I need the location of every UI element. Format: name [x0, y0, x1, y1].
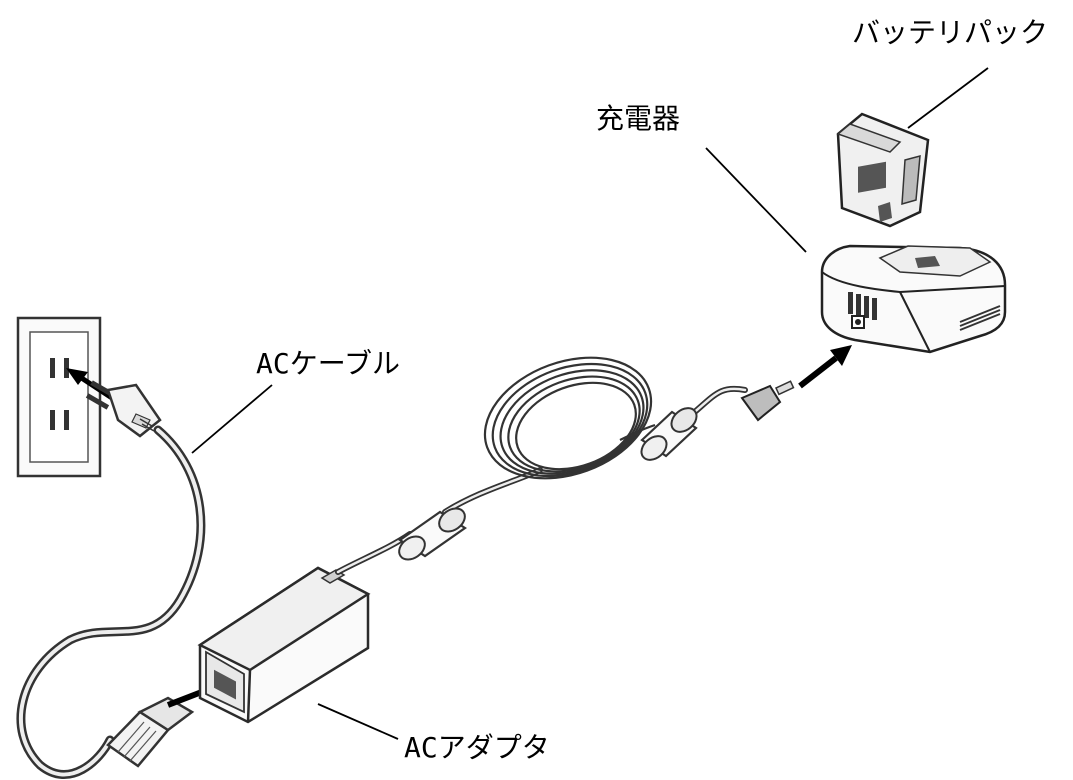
leader-ac-cable — [191, 384, 273, 454]
label-ac-adapter: ACアダプタ — [404, 731, 550, 764]
charger — [820, 244, 1007, 354]
dc-plug — [740, 380, 795, 422]
cable-coil — [483, 356, 656, 480]
ferrite-core-2 — [640, 407, 698, 461]
leader-ac-adapter — [317, 703, 399, 740]
ac-cable-connector — [106, 696, 195, 768]
label-ac-cable: ACケーブル — [256, 347, 400, 380]
leader-battery-pack — [907, 67, 989, 129]
ferrite-core-1 — [398, 507, 467, 561]
label-battery-pack: バッテリパック — [852, 16, 1048, 49]
ac-cable-plug — [85, 380, 162, 438]
leader-charger — [705, 147, 807, 253]
leader-lines — [191, 67, 989, 740]
arrow-into-charger — [798, 345, 852, 389]
label-charger: 充電器 — [596, 102, 680, 135]
ac-cable — [16, 425, 206, 779]
battery-pack — [836, 112, 930, 228]
ac-adapter — [197, 566, 371, 724]
